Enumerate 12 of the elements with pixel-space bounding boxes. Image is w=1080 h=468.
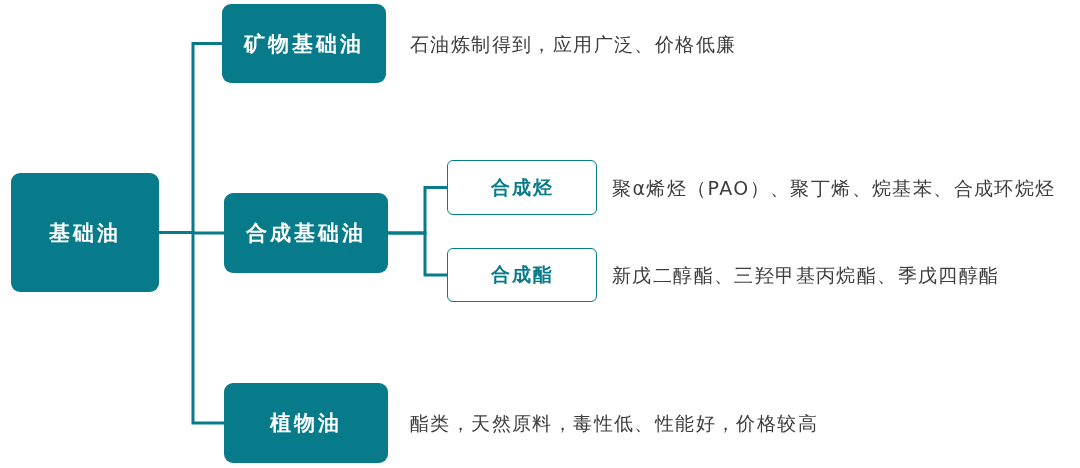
process-box: 合成酯 [447, 248, 597, 302]
connector-line [388, 231, 447, 277]
description-text: 酯类，天然原料，毒性低、性能好，价格较高 [410, 411, 818, 435]
process-box: 合成烃 [447, 160, 597, 215]
description-text: 石油炼制得到，应用广泛、价格低廉 [410, 31, 737, 56]
connector-line [159, 231, 224, 425]
process-box: 矿物基础油 [222, 4, 386, 83]
process-box: 合成基础油 [224, 193, 388, 273]
process-box: 基础油 [11, 173, 159, 292]
process-box: 植物油 [224, 383, 388, 463]
description-text: 聚α烯烃（PAO）、聚丁烯、烷基苯、合成环烷烃 [612, 175, 1056, 200]
description-text: 新戊二醇酯、三羟甲基丙烷酯、季戊四醇酯 [612, 263, 1000, 287]
